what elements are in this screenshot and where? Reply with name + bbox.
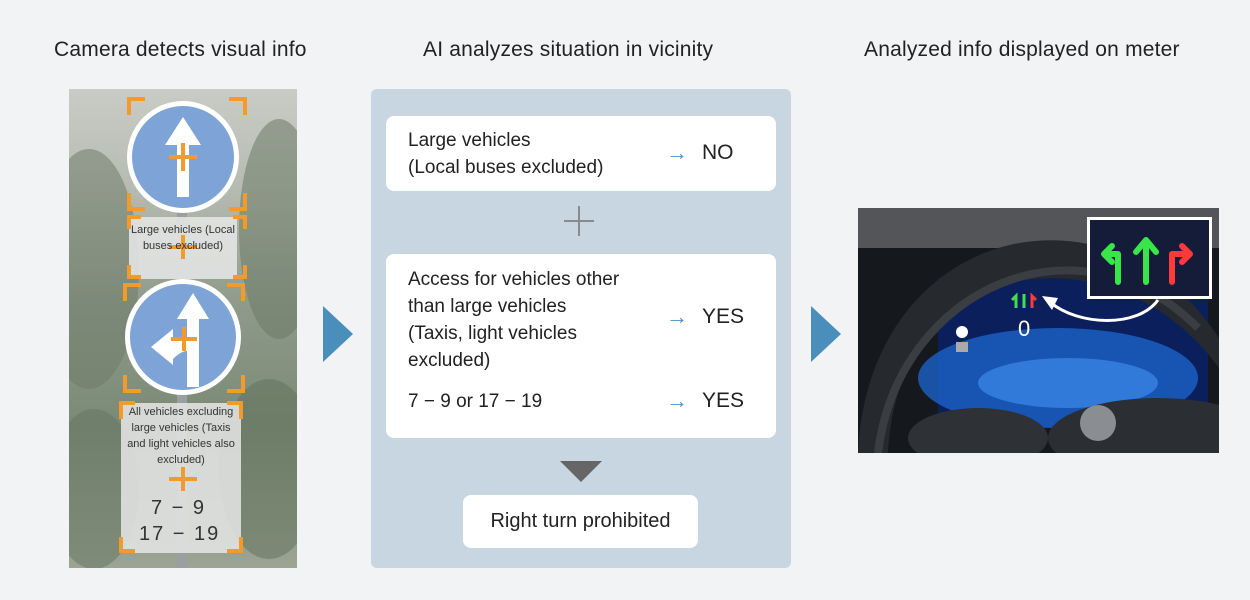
- card2-result1: YES: [702, 305, 745, 328]
- sign1-caption: Large vehicles (Local buses excluded): [131, 224, 235, 252]
- svg-text:0: 0: [1018, 316, 1030, 341]
- lane-arrows-icon: [1101, 237, 1193, 285]
- triangle-right-icon: [323, 306, 353, 362]
- road-sign-photo: Large vehicles (Local buses excluded) Al…: [69, 89, 297, 568]
- triangle-down-icon: [560, 461, 602, 482]
- card2-result2: YES: [702, 389, 745, 412]
- card2-time-text: 7 − 9 or 17 − 19: [408, 391, 543, 412]
- card2-line4: excluded): [408, 350, 491, 371]
- ai-column-title: AI analyzes situation in vicinity: [423, 38, 714, 61]
- conclusion-text: Right turn prohibited: [490, 510, 671, 532]
- sign-time-2: 17 − 19: [139, 523, 221, 545]
- arrow-right-icon: →: [666, 140, 688, 165]
- conclusion-card: Right turn prohibited: [463, 495, 698, 548]
- plus-icon: [564, 206, 594, 236]
- card1-line1: Large vehicles: [408, 130, 531, 151]
- card2-line1: Access for vehicles other: [408, 269, 620, 290]
- arrow-right-icon: →: [666, 388, 688, 413]
- card2-line2: than large vehicles: [408, 296, 567, 317]
- triangle-right-icon: [811, 306, 841, 362]
- camera-column-title: Camera detects visual info: [54, 38, 307, 61]
- card1-result: NO: [702, 141, 734, 164]
- road-sign-illustration: [69, 97, 297, 568]
- sign-time-1: 7 − 9: [151, 497, 207, 519]
- arrow-right-icon: →: [666, 304, 688, 329]
- meter-inset-zoom: [1087, 217, 1212, 299]
- analysis-card-access: Access for vehicles other than large veh…: [386, 254, 776, 438]
- analysis-card-large-vehicles: Large vehicles (Local buses excluded) → …: [386, 116, 776, 191]
- meter-column-title: Analyzed info displayed on meter: [864, 38, 1180, 61]
- sign2-caption: All vehicles excluding large vehicles (T…: [127, 406, 235, 466]
- card2-line3: (Taxis, light vehicles: [408, 323, 577, 344]
- card1-line2: (Local buses excluded): [408, 157, 604, 178]
